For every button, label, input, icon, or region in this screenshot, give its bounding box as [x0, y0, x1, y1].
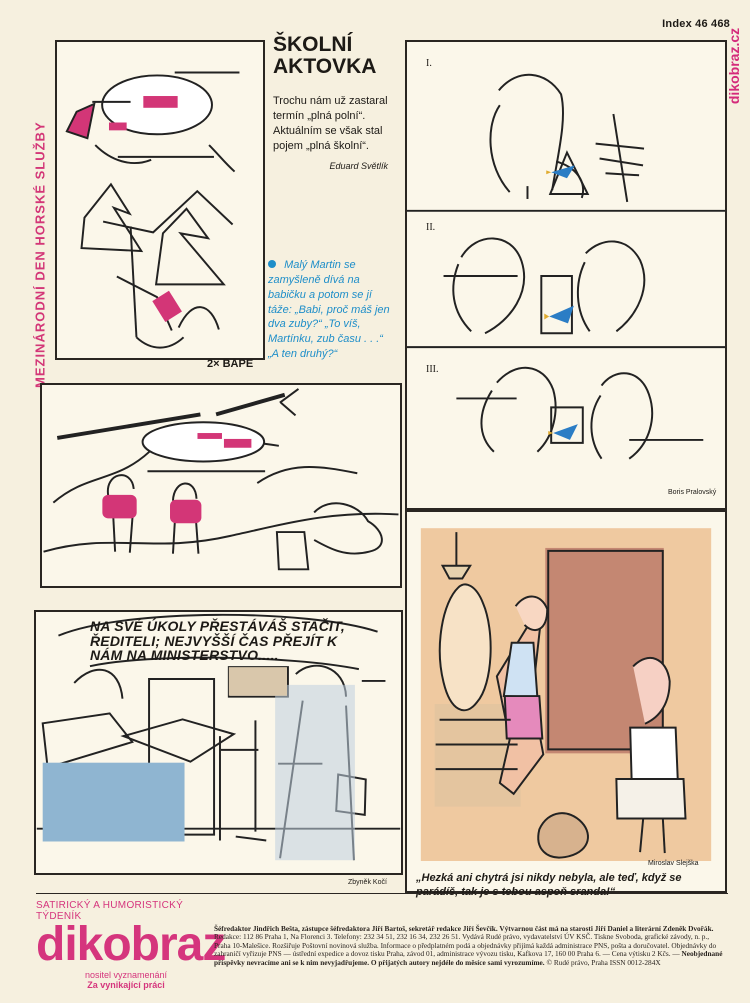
birdcage-comic-svg [407, 73, 725, 460]
wardrobe-comic [405, 510, 727, 893]
slejska-credit: Miroslav Slejška [648, 860, 699, 867]
panel-number-2: II. [426, 222, 436, 233]
helicopter-rescue-svg [65, 71, 240, 349]
panel-number-1: I. [426, 58, 432, 69]
office-comic [34, 610, 403, 875]
wardrobe-comic-svg [420, 528, 712, 861]
story-block: Školní aktovka Trochu nám už zastaral te… [273, 33, 388, 172]
magazine-tagline: SATIRICKÝ A HUMORISTICKÝ TÝDENÍK [36, 900, 184, 922]
imprint-block: Šéfredaktor Jindřich Bešta, zástupce šéf… [214, 924, 726, 967]
index-label: Index 46 468 [662, 18, 730, 30]
koci-credit: Zbyněk Kočí [348, 879, 387, 886]
imprint-lead: Šéfredaktor Jindřich Bešta, zástupce šéf… [214, 924, 714, 933]
story-title: Školní aktovka [273, 33, 377, 79]
site-watermark: dikobraz.cz [726, 27, 742, 105]
award-line-1: nositel vyznamenání [84, 969, 168, 980]
wardrobe-caption: „Hezká ani chytrá jsi nikdy nebyla, ale … [416, 872, 682, 898]
joke-bullet-icon [268, 260, 276, 268]
brand-logo-text: dikobraz [36, 918, 226, 971]
panel-number-3: III. [426, 364, 439, 375]
pralovsky-credit: Boris Pralovský [668, 489, 717, 496]
imprint-tail: Neobjednané příspěvky nevracíme ani se k… [214, 949, 723, 967]
story-text: Trochu nám už zastaral termín „plná poln… [273, 95, 388, 152]
mountain-rescue-svg [43, 388, 399, 571]
helicopter-rescue-illustration [55, 40, 265, 360]
birdcage-comic [405, 40, 727, 510]
office-speech: NA SVÉ ÚKOLY PŘESTÁVÁŠ STAČIT, ŘEDITELI;… [90, 618, 345, 664]
footer-divider [36, 893, 728, 894]
office-comic-svg [36, 612, 401, 873]
story-author: Eduard Světlík [329, 161, 388, 172]
mountain-rescue-illustration [40, 383, 402, 588]
joke-block: Malý Martin se zamyšleně dívá na babičku… [268, 258, 396, 362]
bape-label: 2× BAPE [207, 358, 254, 370]
joke-text: Malý Martin se zamyšleně dívá na babičku… [268, 259, 390, 361]
imprint-legal: © Rudé právo, Praha ISSN 0012-284X [546, 957, 661, 967]
section-vertical-title: Mezinárodní den horské služby [32, 121, 48, 389]
award-line-2: Za vynikající práci [87, 979, 165, 990]
imprint-body: Redakce: 112 86 Praha 1, Na Florenci 3. … [214, 932, 717, 959]
footer-magazine-block: SATIRICKÝ A HUMORISTICKÝ TÝDENÍK dikobra… [36, 900, 226, 990]
